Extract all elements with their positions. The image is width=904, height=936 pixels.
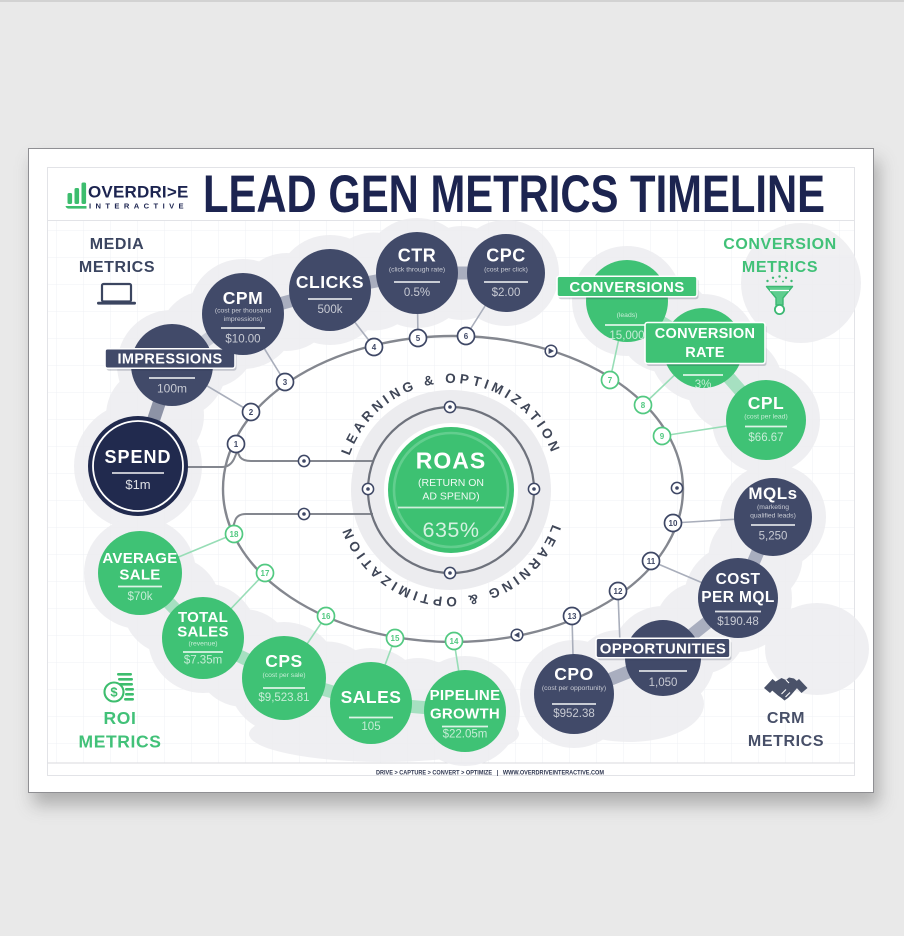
svg-text:100m: 100m [157,382,187,396]
svg-text:CTR: CTR [398,246,437,266]
svg-text:ROAS: ROAS [416,448,486,474]
svg-text:METRICS: METRICS [79,259,155,276]
svg-text:(cost per thousand: (cost per thousand [215,308,272,315]
svg-text:CRM: CRM [767,710,805,727]
svg-text:CLICKS: CLICKS [296,272,364,292]
svg-text:9: 9 [660,432,665,441]
svg-text:IMPRESSIONS: IMPRESSIONS [117,352,222,368]
svg-text:RATE: RATE [685,345,725,361]
svg-text:TOTAL: TOTAL [178,609,228,626]
svg-text:15: 15 [391,634,400,643]
svg-text:(click through rate): (click through rate) [389,267,445,274]
svg-text:CPS: CPS [265,651,302,671]
svg-text:1,050: 1,050 [649,677,678,689]
svg-text:3%: 3% [695,379,712,391]
svg-text:4: 4 [372,343,377,352]
svg-text:CPM: CPM [223,288,263,308]
svg-text:$9,523.81: $9,523.81 [258,692,309,704]
svg-text:DRIVE > CAPTURE > CONVERT > OP: DRIVE > CAPTURE > CONVERT > OPTIMIZE | W… [376,770,604,777]
svg-text:5: 5 [416,334,421,343]
svg-text:1: 1 [234,440,239,449]
svg-text:SALE: SALE [119,567,160,584]
svg-text:PIPELINE: PIPELINE [430,687,501,704]
svg-text:(leads): (leads) [617,312,638,319]
svg-text:10: 10 [669,519,678,528]
svg-text:105: 105 [361,721,380,733]
svg-text:5,250: 5,250 [759,531,788,543]
svg-text:SALES: SALES [341,687,402,707]
svg-text:$190.48: $190.48 [717,616,759,628]
svg-text:(marketing: (marketing [757,504,789,511]
svg-text:ROI: ROI [104,708,137,728]
svg-text:635%: 635% [423,518,480,542]
svg-text:(revenue): (revenue) [188,641,217,648]
svg-text:12: 12 [614,587,623,596]
svg-text:COST: COST [716,571,761,588]
svg-text:$22.05m: $22.05m [443,729,488,741]
svg-text:LEAD GEN METRICS TIMELINE: LEAD GEN METRICS TIMELINE [203,165,825,224]
svg-text:MQLs: MQLs [748,484,797,503]
svg-text:$10.00: $10.00 [225,334,260,346]
svg-text:SPEND: SPEND [104,447,171,467]
svg-text:14: 14 [450,637,459,646]
svg-text:3: 3 [283,378,288,387]
svg-text:$2.00: $2.00 [492,287,521,299]
svg-text:AVERAGE: AVERAGE [102,550,177,567]
svg-text:CONVERSIONS: CONVERSIONS [569,279,684,296]
svg-text:CONVERSION: CONVERSION [723,236,837,253]
svg-text:CPO: CPO [554,664,593,684]
svg-text:17: 17 [261,569,270,578]
svg-text:0.5%: 0.5% [404,287,430,299]
svg-text:MEDIA: MEDIA [90,236,145,253]
svg-text:(cost per sale): (cost per sale) [262,672,305,679]
svg-text:7: 7 [608,376,613,385]
svg-text:11: 11 [647,557,656,566]
svg-text:OVERDRI>E: OVERDRI>E [88,183,189,202]
svg-text:PER MQL: PER MQL [701,589,774,606]
svg-text:AD SPEND): AD SPEND) [422,491,479,503]
svg-text:impressions): impressions) [224,316,263,323]
svg-text:CONVERSION: CONVERSION [655,326,756,342]
svg-text:METRICS: METRICS [742,259,818,276]
svg-text:$66.67: $66.67 [748,432,783,444]
svg-text:qualified leads): qualified leads) [750,513,796,520]
svg-text:13: 13 [568,612,577,621]
svg-text:$70k: $70k [128,591,153,603]
svg-text:METRICS: METRICS [748,733,824,750]
svg-text:(cost per opportunity): (cost per opportunity) [542,685,606,692]
svg-text:8: 8 [641,401,646,410]
svg-text:INTERACTIVE: INTERACTIVE [89,202,188,211]
svg-text:OPPORTUNITIES: OPPORTUNITIES [600,641,726,658]
svg-text:CPC: CPC [486,246,526,266]
svg-text:6: 6 [464,332,469,341]
svg-text:$: $ [110,685,118,700]
svg-text:500k: 500k [318,304,343,316]
svg-text:15,000: 15,000 [609,330,644,342]
svg-text:(cost per click): (cost per click) [484,267,528,274]
svg-text:$952.38: $952.38 [553,708,595,720]
svg-text:GROWTH: GROWTH [430,706,500,723]
svg-text:(cost per lead): (cost per lead) [744,414,787,421]
svg-text:$7.35m: $7.35m [184,655,222,667]
svg-text:18: 18 [230,530,239,539]
svg-text:16: 16 [322,612,331,621]
svg-text:$1m: $1m [125,477,150,492]
svg-text:METRICS: METRICS [79,732,162,752]
svg-text:2: 2 [249,408,254,417]
svg-text:(RETURN ON: (RETURN ON [418,477,484,489]
svg-text:CPL: CPL [748,393,785,413]
svg-text:SALES: SALES [177,624,229,641]
